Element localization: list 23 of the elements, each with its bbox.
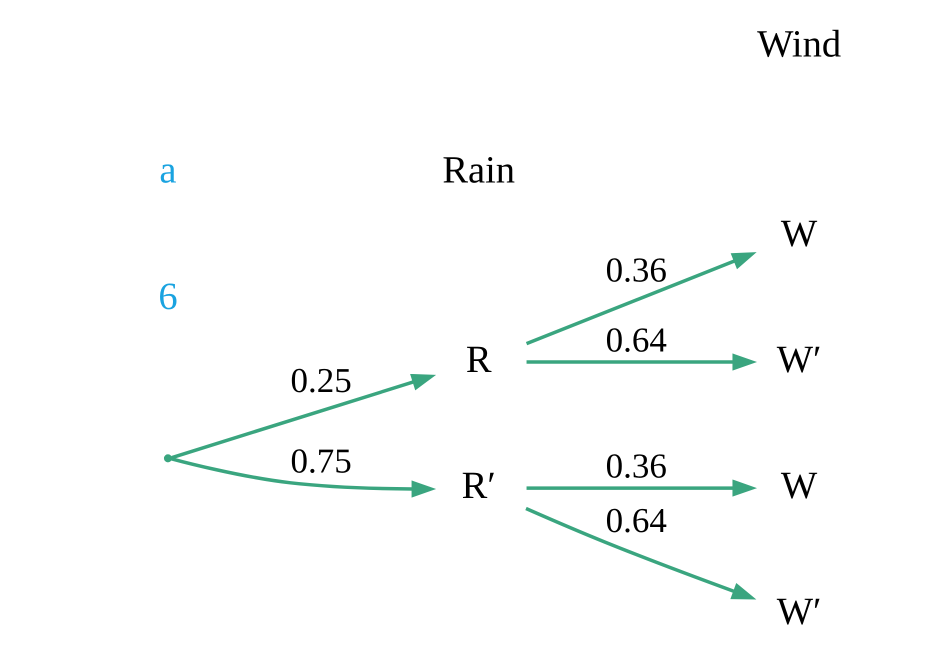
label: a bbox=[159, 150, 176, 192]
edge-label: 0.36 bbox=[606, 250, 667, 290]
node-text: W bbox=[780, 464, 818, 507]
arrow bbox=[526, 353, 758, 371]
node-text: R bbox=[466, 338, 492, 381]
arrow bbox=[170, 457, 436, 498]
edge-label: 0.64 bbox=[606, 500, 667, 540]
node-text: W′ bbox=[776, 338, 822, 381]
edge-label: 0.36 bbox=[606, 446, 667, 486]
label: Rain bbox=[442, 150, 516, 192]
node-text: W bbox=[780, 212, 818, 255]
label: 6 bbox=[158, 276, 178, 318]
label: Wind bbox=[757, 24, 842, 66]
arrow bbox=[171, 374, 436, 460]
node-text: W′ bbox=[776, 590, 822, 633]
edge-label: 0.75 bbox=[290, 441, 352, 480]
node-point bbox=[164, 454, 172, 462]
edge-label: 0.64 bbox=[606, 320, 667, 360]
arrow bbox=[526, 252, 757, 346]
node-text: R′ bbox=[462, 464, 496, 507]
arrow bbox=[526, 479, 758, 497]
arrow bbox=[525, 506, 756, 600]
edge-label: 0.25 bbox=[290, 360, 352, 400]
